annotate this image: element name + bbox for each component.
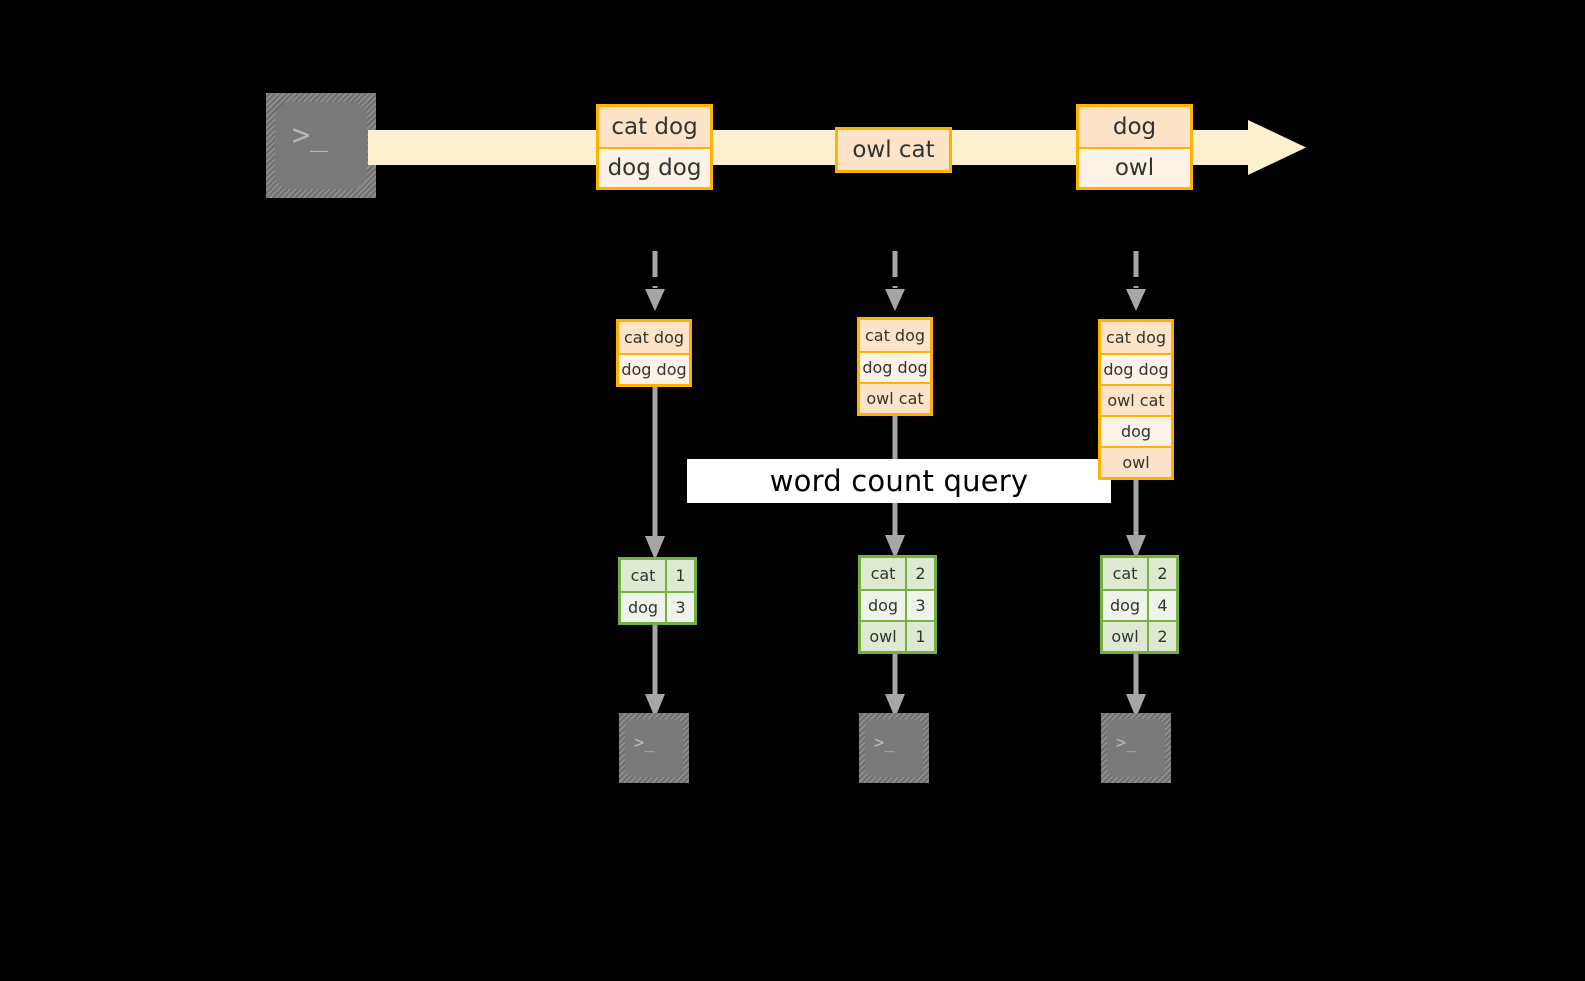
terminal-prompt-glyph: >_ [634,733,655,753]
input-table-row: dog dog [1101,353,1171,384]
result-word-cell: cat [861,558,907,589]
result-count-cell: 3 [907,591,934,620]
result-count-cell: 1 [907,622,934,651]
result-word-cell: dog [621,593,667,622]
result-table-batch-3: cat 2 dog 4 owl 2 [1100,555,1179,654]
dashed-down-arrow-icon [643,251,667,313]
result-table-row: cat 2 [1103,558,1176,589]
result-count-cell: 3 [667,593,694,622]
dashed-down-arrow-icon [883,251,907,313]
query-banner-label: word count query [769,464,1029,498]
input-table-row: cat dog [619,322,689,353]
stream-event-box: dog owl [1076,104,1193,190]
result-table-batch-1: cat 1 dog 3 [618,557,697,625]
result-count-cell: 1 [667,560,694,591]
result-table-row: owl 1 [861,620,934,651]
result-word-cell: cat [1103,558,1149,589]
terminal-screen [865,719,923,777]
stream-event-row: dog dog [599,147,710,187]
input-table-row: dog [1101,415,1171,446]
terminal-prompt-glyph: >_ [1116,733,1137,753]
input-table-batch-3: cat dog dog dog owl cat dog owl [1098,319,1174,480]
input-table-batch-2: cat dog dog dog owl cat [857,317,933,416]
input-table-row: cat dog [1101,322,1171,353]
result-table-row: dog 3 [861,589,934,620]
terminal-prompt-icon-sink-2: >_ [859,713,929,783]
result-word-cell: owl [861,622,907,651]
input-table-row: owl cat [1101,384,1171,415]
down-arrow-icon-query-3 [1124,475,1148,559]
result-table-row: dog 4 [1103,589,1176,620]
input-table-batch-1: cat dog dog dog [616,319,692,387]
result-count-cell: 2 [1149,558,1176,589]
stream-event-box: owl cat [835,127,952,173]
terminal-screen [1107,719,1165,777]
terminal-prompt-icon-sink-3: >_ [1101,713,1171,783]
stream-event-row: cat dog [599,107,710,147]
result-word-cell: dog [861,591,907,620]
result-count-cell: 2 [1149,622,1176,651]
stream-event-box: cat dog dog dog [596,104,713,190]
input-table-row: dog dog [860,351,930,382]
query-banner: word count query [687,459,1111,503]
dashed-down-arrow-icon [1124,251,1148,313]
down-arrow-icon-query-1 [643,384,667,560]
result-table-row: cat 2 [861,558,934,589]
result-count-cell: 4 [1149,591,1176,620]
stream-event-row: owl cat [838,130,949,170]
down-arrow-icon-sink-2 [883,653,907,718]
input-table-row: cat dog [860,320,930,351]
result-table-row: dog 3 [621,591,694,622]
input-table-row: owl [1101,446,1171,477]
terminal-prompt-glyph: >_ [292,118,329,153]
terminal-prompt-icon-sink-1: >_ [619,713,689,783]
terminal-screen [625,719,683,777]
input-table-row: owl cat [860,382,930,413]
terminal-screen [275,102,367,189]
result-table-row: owl 2 [1103,620,1176,651]
result-count-cell: 2 [907,558,934,589]
down-arrow-icon-sink-1 [643,622,667,718]
result-word-cell: cat [621,560,667,591]
down-arrow-icon-sink-3 [1124,653,1148,718]
result-word-cell: owl [1103,622,1149,651]
stream-event-row: owl [1079,147,1190,187]
stream-event-row: dog [1079,107,1190,147]
terminal-prompt-icon-source: >_ [266,93,376,198]
result-word-cell: dog [1103,591,1149,620]
result-table-batch-2: cat 2 dog 3 owl 1 [858,555,937,654]
input-table-row: dog dog [619,353,689,384]
terminal-prompt-glyph: >_ [874,733,895,753]
result-table-row: cat 1 [621,560,694,591]
